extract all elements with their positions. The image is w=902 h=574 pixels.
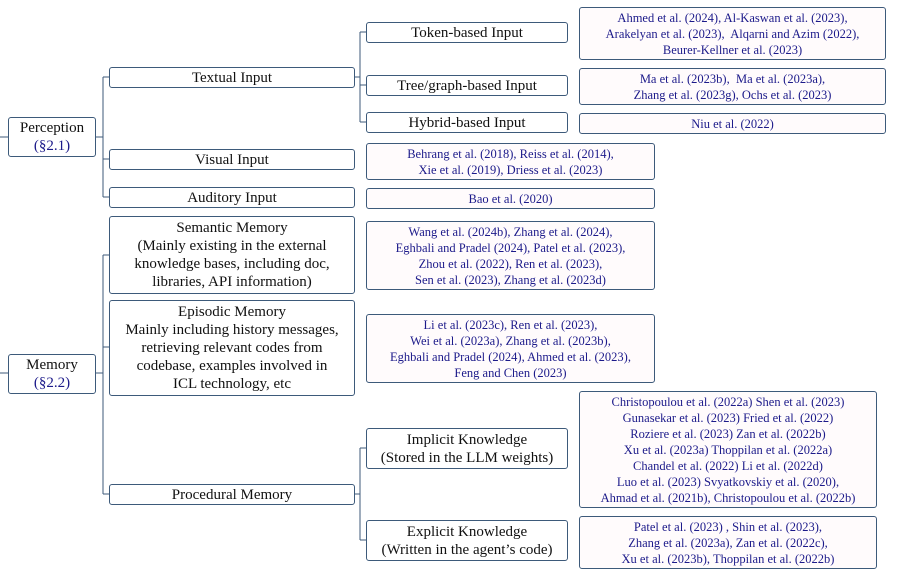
episodic-memory-node: Episodic Memory Mainly including history… [109,300,355,396]
implicit-knowledge-refs: Christopoulou et al. (2022a) Shen et al.… [579,391,877,508]
citation-line[interactable]: Zhang et al. (2023g), Ochs et al. (2023) [633,87,832,102]
explicit-knowledge-refs: Patel et al. (2023) , Shin et al. (2023)… [579,516,877,569]
semantic-memory-desc: (Mainly existing in the external [137,238,327,254]
tree-graph-input-label: Tree/graph-based Input [397,77,537,94]
citation-line[interactable]: Xu et al. (2023b), Thoppilan et al. (202… [621,551,835,566]
citation-line[interactable]: Christopoulou et al. (2022a) Shen et al.… [611,394,845,409]
episodic-memory-desc: codebase, examples involved in [136,358,328,374]
edge-textual-children [355,31,366,123]
citation-line[interactable]: Wei et al. (2023a), Zhang et al. (2023b)… [410,333,611,348]
citation-line[interactable]: Zhou et al. (2022), Ren et al. (2023), [418,256,603,271]
procedural-memory-node: Procedural Memory [109,484,355,505]
explicit-knowledge-node: Explicit Knowledge (Written in the agent… [366,520,568,561]
episodic-memory-desc: ICL technology, etc [172,376,291,392]
token-based-input-label: Token-based Input [411,24,523,41]
memory-node: Memory (§2.2) [8,354,96,394]
token-based-input-refs: Ahmed et al. (2024), Al-Kaswan et al. (2… [579,7,886,60]
procedural-memory-label: Procedural Memory [171,486,293,503]
token-based-input-node: Token-based Input [366,22,568,43]
citation-line[interactable]: Ma et al. (2023b), Ma et al. (2023a), [639,71,826,86]
semantic-memory-desc: libraries, API information) [152,274,312,290]
implicit-knowledge-title: Implicit Knowledge [406,431,528,448]
visual-input-refs: Behrang et al. (2018), Reiss et al. (201… [366,143,655,180]
textual-input-label: Textual Input [191,69,273,86]
citation-line[interactable]: Sen et al. (2023), Zhang et al. (2023d) [415,272,606,287]
hybrid-input-refs: Niu et al. (2022) [579,113,886,134]
implicit-knowledge-desc: (Stored in the LLM weights) [380,449,554,466]
semantic-memory-title: Semantic Memory [176,220,288,236]
auditory-input-node: Auditory Input [109,187,355,208]
episodic-memory-desc: retrieving relevant codes from [141,340,323,356]
memory-label: Memory [26,357,78,373]
citation-line[interactable]: Wang et al. (2024b), Zhang et al. (2024)… [408,224,613,239]
visual-input-node: Visual Input [109,149,355,170]
citation-line[interactable]: Behrang et al. (2018), Reiss et al. (201… [407,146,614,161]
hybrid-input-label: Hybrid-based Input [408,114,526,131]
citation-line[interactable]: Chandel et al. (2022) Li et al. (2022d) [633,458,823,473]
citation-line[interactable]: Arakelyan et al. (2023), Alqarni and Azi… [605,26,860,41]
episodic-memory-refs: Li et al. (2023c), Ren et al. (2023), We… [366,314,655,383]
perception-node: Perception (§2.1) [8,117,96,157]
citation-line[interactable]: Eghbali and Pradel (2024), Patel et al. … [395,240,626,255]
edge-procedural-children [355,447,366,541]
explicit-knowledge-desc: (Written in the agent’s code) [381,541,553,558]
citation-line[interactable]: Roziere et al. (2023) Zan et al. (2022b) [630,426,826,441]
explicit-knowledge-title: Explicit Knowledge [406,523,528,540]
edge-memory-children [96,254,109,495]
implicit-knowledge-node: Implicit Knowledge (Stored in the LLM we… [366,428,568,469]
citation-line[interactable]: Ahmed et al. (2024), Al-Kaswan et al. (2… [617,10,848,25]
citation-line[interactable]: Beurer-Kellner et al. (2023) [662,42,803,57]
semantic-memory-desc: knowledge bases, including doc, [134,256,330,272]
perception-section-ref[interactable]: (§2.1) [33,138,71,154]
citation-line[interactable]: Feng and Chen (2023) [454,365,567,380]
citation-line[interactable]: Xu et al. (2023a) Thoppilan et al. (2022… [623,442,833,457]
semantic-memory-node: Semantic Memory (Mainly existing in the … [109,216,355,294]
auditory-input-label: Auditory Input [187,189,277,206]
tree-graph-input-refs: Ma et al. (2023b), Ma et al. (2023a), Zh… [579,68,886,105]
citation-line[interactable]: Eghbali and Pradel (2024), Ahmed et al. … [390,349,631,364]
citation-line[interactable]: Bao et al. (2020) [468,191,553,206]
episodic-memory-title: Episodic Memory [178,304,286,320]
citation-line[interactable]: Xie et al. (2019), Driess et al. (2023) [418,162,603,177]
visual-input-label: Visual Input [195,151,269,168]
citation-line[interactable]: Niu et al. (2022) [691,116,774,131]
citation-line[interactable]: Li et al. (2023c), Ren et al. (2023), [423,317,598,332]
citation-line[interactable]: Luo et al. (2023) Svyatkovskiy et al. (2… [616,474,840,489]
citation-line[interactable]: Gunasekar et al. (2023) Fried et al. (20… [622,410,834,425]
citation-line[interactable]: Zhang et al. (2023a), Zan et al. (2022c)… [628,535,828,550]
auditory-input-refs: Bao et al. (2020) [366,188,655,209]
episodic-memory-desc: Mainly including history messages, [125,322,339,338]
memory-section-ref[interactable]: (§2.2) [33,375,71,391]
hybrid-input-node: Hybrid-based Input [366,112,568,133]
citation-line[interactable]: Ahmad et al. (2021b), Christopoulou et a… [600,490,856,505]
citation-line[interactable]: Patel et al. (2023) , Shin et al. (2023)… [633,519,823,534]
semantic-memory-refs: Wang et al. (2024b), Zhang et al. (2024)… [366,221,655,290]
edge-perception-children [96,76,109,198]
perception-label: Perception [19,120,85,136]
textual-input-node: Textual Input [109,67,355,88]
tree-graph-input-node: Tree/graph-based Input [366,75,568,96]
